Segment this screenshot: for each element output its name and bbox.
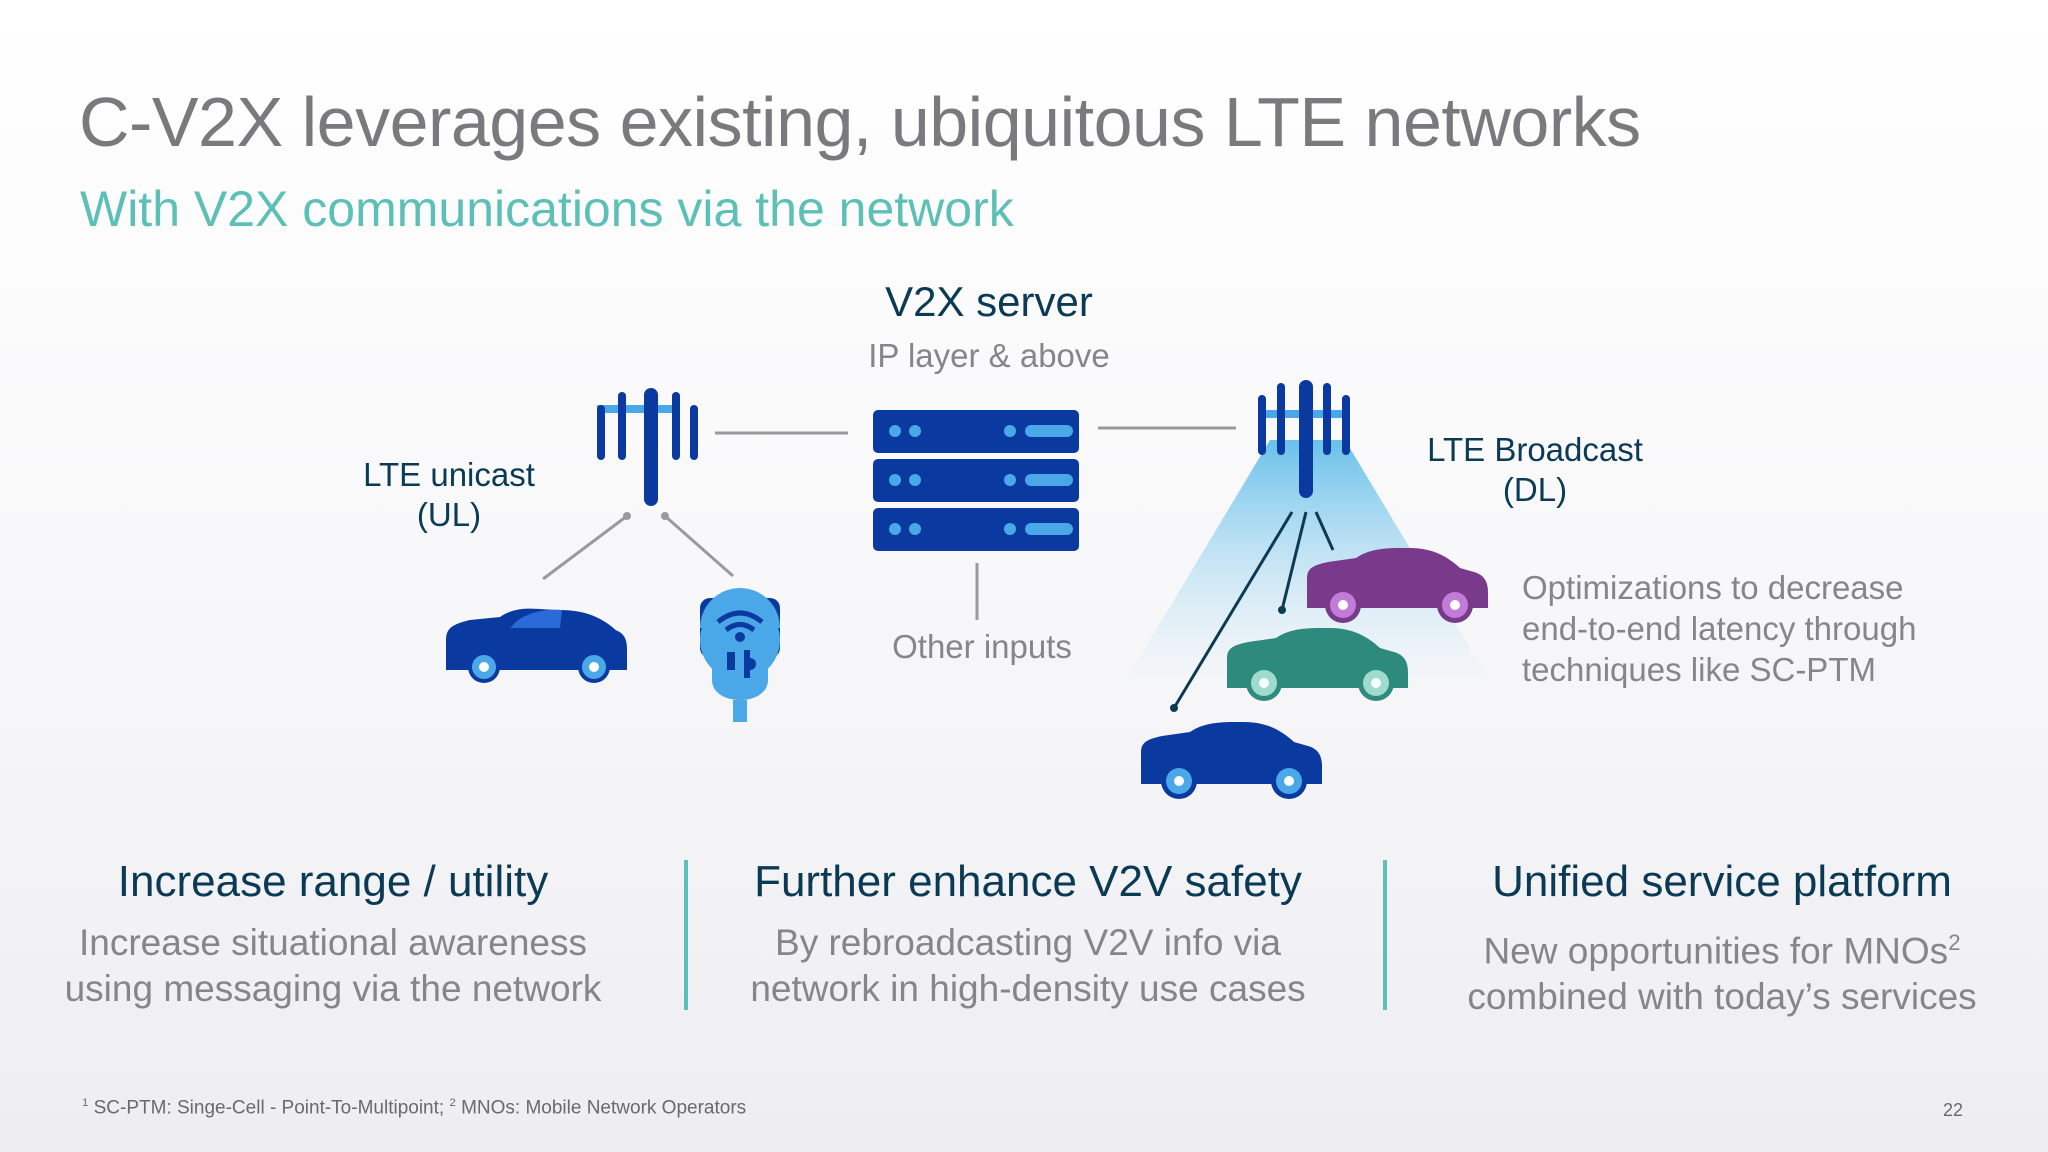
slide-subtitle: With V2X communications via the network [80, 181, 1014, 237]
page-number: 22 [1943, 1100, 1964, 1120]
broadcast-beam-icon [1120, 440, 1495, 690]
optimization-note-line: techniques like SC-PTM [1522, 651, 1876, 688]
parking-meter-icon [700, 588, 780, 722]
column-body-line: combined with today’s services [1467, 976, 1977, 1018]
other-inputs-label: Other inputs [892, 628, 1072, 665]
connector-dot [1170, 704, 1178, 712]
column-divider [684, 860, 688, 1010]
car-icon [1141, 721, 1322, 799]
column-body-text: New opportunities for MNOs [1483, 930, 1949, 972]
footnote: 1 SC-PTM: Singe-Cell - Point-To-Multipoi… [82, 1097, 746, 1119]
unicast-label: LTE unicast (UL) [363, 455, 535, 535]
broadcast-label-line: (DL) [1502, 471, 1568, 508]
footnote-marker: 1 [82, 1097, 89, 1109]
column-body-line: By rebroadcasting V2V info via [775, 922, 1281, 963]
broadcast-label-line: LTE Broadcast [1427, 431, 1643, 468]
optimization-note: Optimizations to decrease end-to-end lat… [1522, 567, 1916, 690]
footnote-text: MNOs: Mobile Network Operators [455, 1097, 747, 1119]
slide-title: C-V2X leverages existing, ubiquitous LTE… [79, 83, 1641, 161]
connector-dot [1278, 606, 1286, 614]
footnote-marker: 2 [1948, 930, 1961, 955]
server-subtitle: IP layer & above [868, 337, 1110, 374]
optimization-note-line: Optimizations to decrease [1522, 569, 1904, 606]
connector-line [664, 514, 734, 578]
column-divider [1383, 860, 1387, 1010]
column-body-line: using messaging via the network [64, 968, 602, 1009]
unicast-label-line: (UL) [416, 496, 482, 533]
optimization-note-line: end-to-end latency through [1522, 610, 1917, 647]
column-heading: Further enhance V2V safety [754, 857, 1302, 906]
column-body-line: network in high-density use cases [750, 968, 1306, 1009]
broadcast-label: LTE Broadcast (DL) [1427, 430, 1643, 510]
column-body-line: New opportunities for MNOs2 [1467, 920, 1976, 974]
antenna-tower-icon [597, 388, 698, 506]
column-heading: Unified service platform [1492, 857, 1952, 906]
car-icon [446, 608, 627, 683]
column-body: New opportunities for MNOs2 combined wit… [1467, 920, 1976, 1020]
column-body-line: Increase situational awareness [78, 922, 588, 963]
car-icon [1227, 627, 1408, 701]
connector-dot [661, 512, 669, 520]
connector-line [1280, 511, 1308, 611]
column-body: By rebroadcasting V2V info via network i… [750, 920, 1305, 1012]
car-icon [1307, 547, 1488, 623]
connector-line [542, 514, 628, 581]
antenna-tower-icon [1258, 380, 1350, 498]
column-heading: Increase range / utility [117, 857, 549, 906]
server-title: V2X server [885, 278, 1093, 325]
unicast-label-line: LTE unicast [363, 456, 535, 493]
connector-line [1172, 511, 1294, 709]
connector-line [1314, 511, 1335, 551]
footnote-text: SC-PTM: Singe-Cell - Point-To-Multipoint… [88, 1097, 450, 1119]
server-rack-icon [873, 410, 1079, 551]
footnote-marker: 2 [449, 1097, 456, 1109]
column-body: Increase situational awareness using mes… [65, 920, 602, 1012]
connector-dot [623, 512, 631, 520]
